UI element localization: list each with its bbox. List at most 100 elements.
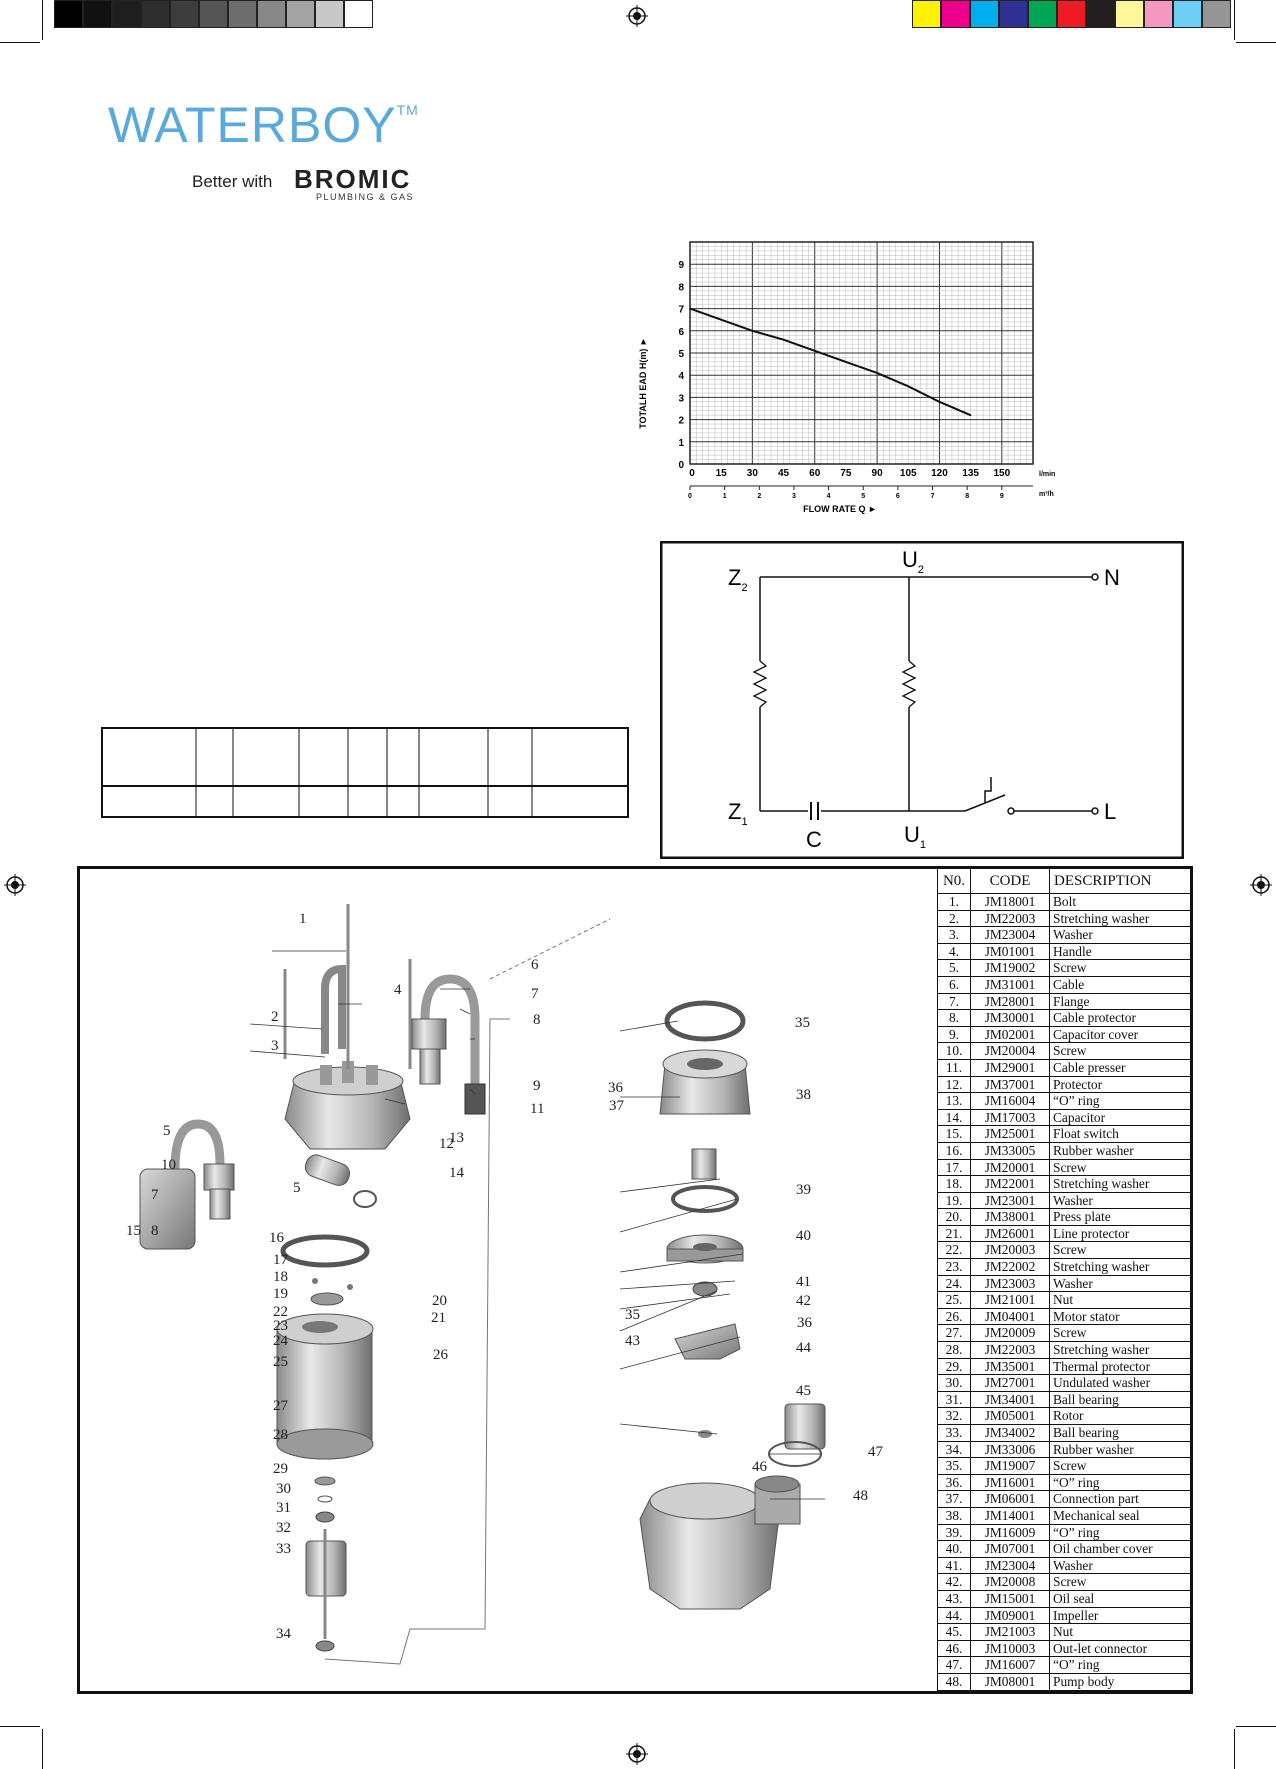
part-number: 48.	[937, 1672, 971, 1691]
part-number: 27.	[937, 1324, 971, 1343]
x-tick-label-top: 150	[993, 468, 1010, 479]
bromic-subtitle: PLUMBING & GAS	[316, 192, 415, 202]
callout-label: 4	[394, 982, 402, 998]
color-swatch	[1086, 0, 1115, 28]
part-code: JM09001	[970, 1606, 1050, 1625]
part-description: Ball bearing	[1049, 1390, 1192, 1409]
callout-label: 21	[431, 1310, 446, 1326]
part-number: 1.	[937, 893, 971, 911]
part-code: JM23001	[970, 1191, 1050, 1210]
gray-swatch	[170, 0, 199, 28]
part-number: 21.	[937, 1224, 971, 1243]
part-code: JM23004	[970, 1556, 1050, 1575]
coil-middle	[901, 660, 917, 708]
gray-swatch	[344, 0, 373, 28]
part-description: Rotor	[1049, 1407, 1192, 1425]
part-code: JM22003	[970, 1341, 1050, 1359]
part-description: “O” ring	[1049, 1092, 1192, 1110]
part-description: Capacitor	[1049, 1108, 1192, 1127]
x-tick-label-top: 45	[778, 468, 790, 479]
callout-label: 6	[531, 957, 539, 973]
callout-label: 46	[752, 1459, 767, 1475]
part-description: Ball bearing	[1049, 1424, 1192, 1442]
part-description: Stretching washer	[1049, 1175, 1192, 1193]
part-code: JM27001	[970, 1374, 1050, 1392]
part-number: 45.	[937, 1623, 971, 1641]
color-swatch	[1144, 0, 1173, 28]
x-tick-label-top: 90	[872, 468, 884, 479]
part-description: Line protector	[1049, 1224, 1192, 1243]
part-description: Cable presser	[1049, 1058, 1192, 1077]
callout-label: 1	[299, 911, 307, 927]
label-u1: U	[904, 822, 920, 847]
part-description: Float switch	[1049, 1125, 1192, 1143]
part-code: JM33005	[970, 1141, 1050, 1160]
x-tick-label-top: 75	[840, 468, 852, 479]
part-description: Screw	[1049, 959, 1192, 977]
oil-chamber-cover	[666, 1234, 744, 1264]
performance-curve	[689, 307, 972, 417]
part-description: Nut	[1049, 1291, 1192, 1309]
y-tick-label: 1	[678, 438, 684, 449]
spec-table	[101, 727, 629, 818]
header-no: N0.	[937, 868, 971, 894]
callout-label: 22	[273, 1304, 288, 1320]
y-tick-label: 9	[678, 260, 684, 271]
part-code: JM08001	[970, 1672, 1050, 1691]
y-tick-label: 3	[678, 393, 684, 404]
callout-label: 36	[797, 1315, 812, 1331]
callout-label: 40	[796, 1228, 811, 1244]
motor-top-cover	[284, 1061, 411, 1150]
part-description: Cable protector	[1049, 1009, 1192, 1027]
pump-body	[639, 1475, 801, 1610]
x-tick-label-bottom: 7	[931, 493, 935, 500]
gray-swatch	[228, 0, 257, 28]
parts-header-row: N0. CODE DESCRIPTION	[937, 868, 1192, 894]
x-tick-label-top: 135	[962, 468, 979, 479]
part-number: 9.	[937, 1025, 971, 1044]
part-number: 28.	[937, 1341, 971, 1359]
callout-label: 26	[433, 1347, 448, 1363]
part-description: Stretching washer	[1049, 1258, 1192, 1276]
part-number: 6.	[937, 975, 971, 994]
x-unit-top: l/min	[1039, 471, 1055, 478]
part-description: Press plate	[1049, 1208, 1192, 1226]
table-row: 47.JM16007“O” ring	[937, 1656, 1192, 1674]
part-number: 10.	[937, 1042, 971, 1060]
callout-label: 8	[533, 1012, 541, 1028]
callout-label: 33	[276, 1541, 291, 1557]
part-description: Bolt	[1049, 893, 1192, 911]
y-tick-label: 0	[678, 460, 684, 471]
part-number: 8.	[937, 1009, 971, 1027]
crop-mark-br-v	[1234, 1729, 1235, 1769]
x-unit-bottom: m³/h	[1039, 491, 1054, 498]
callout-label: 29	[273, 1461, 288, 1477]
part-number: 39.	[937, 1523, 971, 1542]
tagline: Better with	[192, 172, 273, 191]
callout-label: 5	[163, 1123, 171, 1139]
part-description: Cable	[1049, 975, 1192, 994]
part-code: JM31001	[970, 975, 1050, 994]
bromic-logo: BROMIC	[294, 164, 412, 194]
part-code: JM21001	[970, 1291, 1050, 1309]
handle	[321, 964, 346, 1054]
callout-label: 23	[273, 1318, 288, 1334]
svg-text:Z2: Z2	[728, 565, 748, 594]
part-description: “O” ring	[1049, 1523, 1192, 1542]
callout-label: 39	[796, 1182, 811, 1198]
part-code: JM33006	[970, 1440, 1050, 1459]
part-number: 47.	[937, 1656, 971, 1674]
color-swatch	[1057, 0, 1086, 28]
part-code: JM30001	[970, 1009, 1050, 1027]
